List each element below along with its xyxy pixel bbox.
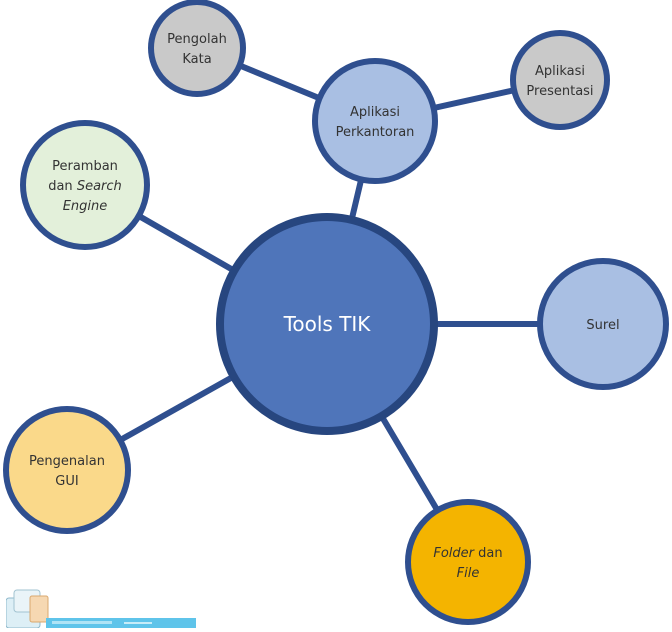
- surel-circle: [537, 258, 669, 390]
- folder-dan-file-circle: [405, 499, 531, 625]
- node-tools-tik: Tools TIK: [216, 213, 438, 435]
- center-circle: [216, 213, 438, 435]
- pengenalan-gui-circle: [3, 406, 131, 534]
- center-label: Tools TIK: [283, 312, 372, 336]
- corner-decoration: [5, 584, 196, 629]
- peramban-search-engine-circle: [20, 120, 150, 250]
- aplikasi-perkantoran-circle: [312, 58, 438, 184]
- pengolah-kata-circle: [148, 0, 246, 97]
- surel-label: Surel: [586, 318, 619, 333]
- node-surel: Surel: [537, 258, 669, 390]
- aplikasi-presentasi-circle: [510, 30, 610, 130]
